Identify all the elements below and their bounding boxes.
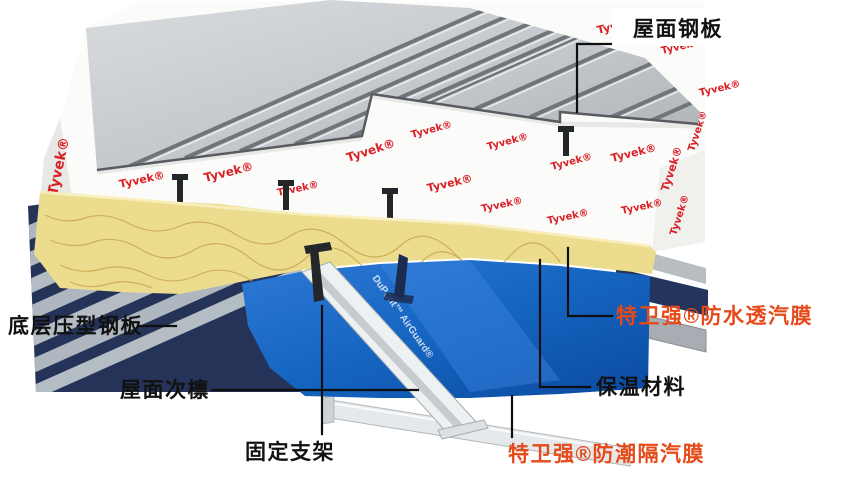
fixing-clip xyxy=(278,180,294,210)
callout-sub-purlin: 屋面次檩 xyxy=(120,378,420,402)
sub-purlin-web xyxy=(313,273,466,431)
bracket-label: 固定支架 xyxy=(245,440,335,464)
insulation-leader xyxy=(538,258,592,389)
callout-bottom-deck: 底层压型钢板 xyxy=(8,314,178,338)
vapor-barrier-sheen xyxy=(380,260,560,392)
waterproof-membrane-leader xyxy=(566,246,614,318)
fixing-clip xyxy=(172,174,188,204)
insulation-label: 保温材料 xyxy=(595,375,686,399)
fixing-clips xyxy=(172,126,574,218)
fixing-clip xyxy=(382,188,398,218)
callouts: 屋面钢板 特卫强®防水透汽膜 底层压型钢板 屋面次檩 保温材料 固定支架 特卫强… xyxy=(8,8,813,466)
vapor-barrier-membrane: DuPont™ AirGuard® DuPont™ AirGuard® xyxy=(242,254,650,398)
right-purlin-top xyxy=(640,250,706,284)
roof-panel-leader xyxy=(575,42,620,114)
sub-purlin-flange xyxy=(437,419,489,440)
fixing-bracket xyxy=(304,242,332,302)
bracket-silhouette xyxy=(394,254,408,298)
metal-front-edge xyxy=(96,92,699,172)
waterproof-membrane-label: 特卫强®防水透汽膜 xyxy=(616,304,813,328)
sub-purlin-label: 屋面次檩 xyxy=(120,378,210,402)
fixing-clip xyxy=(558,126,574,156)
vapor-membrane-label: 特卫强®防潮隔汽膜 xyxy=(508,442,705,466)
sub-purlin-beam xyxy=(301,242,489,440)
tyvek-right-drape xyxy=(652,150,705,252)
bracket-base xyxy=(384,292,414,304)
roof-panel-label: 屋面钢板 xyxy=(633,17,723,41)
callout-roof-panel: 屋面钢板 xyxy=(575,8,746,114)
callout-vapor-membrane: 特卫强®防潮隔汽膜 xyxy=(508,394,705,466)
callout-insulation: 保温材料 xyxy=(538,258,686,399)
roof-panel-label-bg xyxy=(612,8,746,46)
callout-bracket: 固定支架 xyxy=(245,304,335,464)
bottom-deck-label: 底层压型钢板 xyxy=(8,314,143,338)
insulation-surface xyxy=(34,192,656,294)
callout-waterproof-membrane: 特卫强®防水透汽膜 xyxy=(566,246,813,328)
